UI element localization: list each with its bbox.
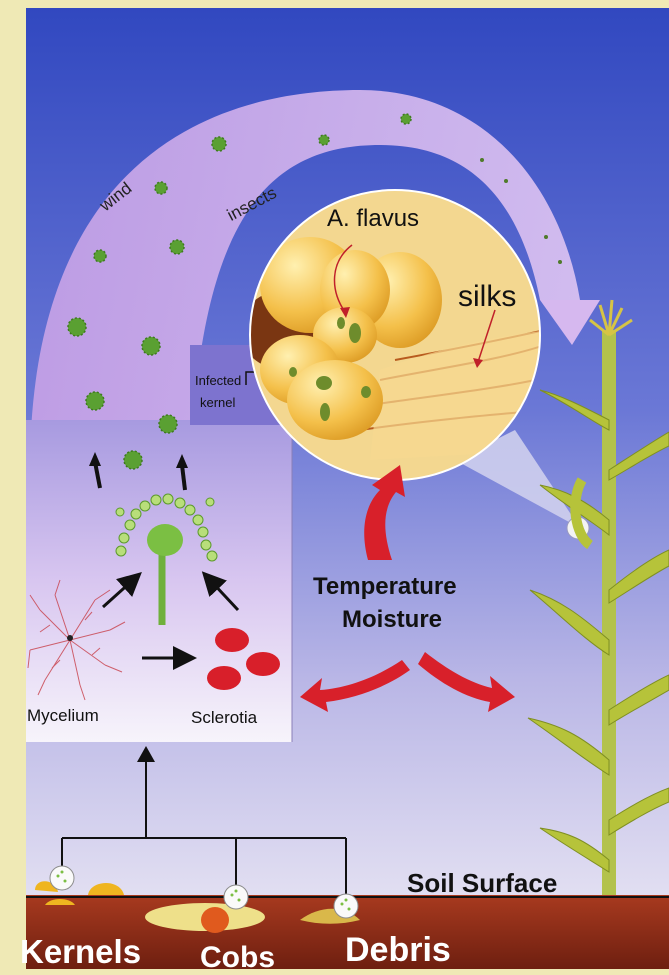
infected-kernel-label-line2: kernel [200,395,235,410]
spore-5 [68,318,86,336]
spore-9 [124,451,142,469]
infected-kernel-label-line1: Infected [195,373,241,388]
a-flavus-label: A. flavus [327,205,419,233]
spore-1 [212,137,226,151]
spore-2 [155,182,167,194]
spore-11 [401,114,411,124]
soil-surface-label: Soil Surface [407,868,557,899]
moisture-label: Moisture [342,606,442,634]
mycelium-center [67,635,73,641]
mycelium-label: Mycelium [27,706,99,726]
kernels-label: Kernels [20,933,141,971]
cobs-label: Cobs [200,941,275,975]
temperature-label: Temperature [313,573,457,601]
spore-7 [86,392,104,410]
sclerotia-label: Sclerotia [191,708,257,728]
spore-6 [142,337,160,355]
spore-4 [170,240,184,254]
silks-label: silks [458,280,516,314]
spore-8 [159,415,177,433]
spore-3 [94,250,106,262]
debris-label: Debris [345,931,451,970]
spore-10 [319,135,329,145]
